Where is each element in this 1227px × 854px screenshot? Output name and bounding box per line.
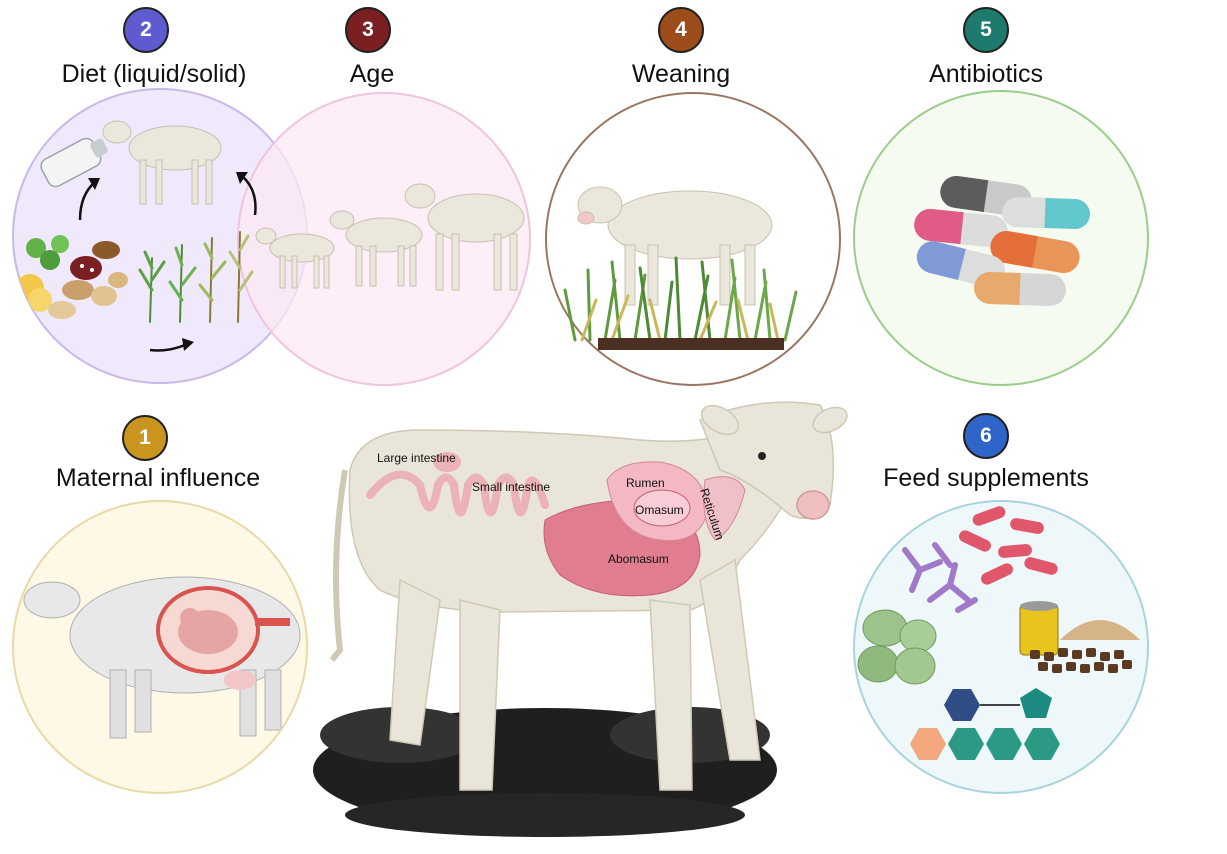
small-intestine-label: Small intestine [472, 480, 550, 494]
factor-title-3: Age [349, 60, 395, 88]
calf-large-icon [404, 183, 525, 291]
capsules-icon [914, 175, 1090, 307]
large-intestine-label: Large intestine [377, 451, 456, 465]
factor-badge-4: 4 [658, 7, 704, 53]
calf-medium-icon [329, 210, 423, 287]
calf-drinking-icon [102, 120, 222, 205]
fungi-icon [902, 542, 978, 613]
factor-title-1: Maternal influence [55, 464, 261, 492]
rumen-label: Rumen [626, 476, 665, 490]
large-intestine-shape [433, 452, 461, 472]
calf-small-icon [255, 227, 335, 289]
small-intestine-shape [366, 470, 549, 517]
pregnant-cow-icon [23, 576, 301, 739]
solid-food-icon [16, 235, 128, 319]
factor-title-2: Diet (liquid/solid) [61, 60, 247, 88]
pasture-grass-icon [563, 256, 798, 342]
molecule-icon [910, 688, 1060, 760]
factor-badge-6: 6 [963, 413, 1009, 459]
yeast-cells-icon [857, 609, 937, 685]
omasum-label: Omasum [635, 503, 684, 517]
arrow-curve-icon [236, 172, 257, 216]
factor-badge-1: 1 [122, 415, 168, 461]
factor-title-5: Antibiotics [929, 60, 1043, 88]
factor-badge-5: 5 [963, 7, 1009, 53]
reticulum-shape [703, 476, 746, 541]
soil-strip [598, 338, 784, 350]
abomasum-label: Abomasum [608, 552, 669, 566]
feed-pellets-icon [1030, 620, 1140, 673]
factor-title-6: Feed supplements [883, 464, 1089, 492]
factor-title-4: Weaning [631, 60, 731, 88]
bacteria-icon [959, 506, 1058, 585]
gravel-ground [313, 707, 777, 837]
factor-badge-3: 3 [345, 7, 391, 53]
milk-bottle-icon [40, 137, 108, 188]
grass-plants-icon [138, 231, 254, 323]
oil-barrel-icon [1019, 601, 1059, 656]
arrow-right-icon [149, 338, 194, 352]
weaned-calf-icon [577, 186, 773, 306]
omasum-shape [633, 489, 691, 527]
arrow-up-icon [78, 178, 100, 221]
factor-badge-2: 2 [123, 7, 169, 53]
digestive-tract [366, 452, 746, 597]
